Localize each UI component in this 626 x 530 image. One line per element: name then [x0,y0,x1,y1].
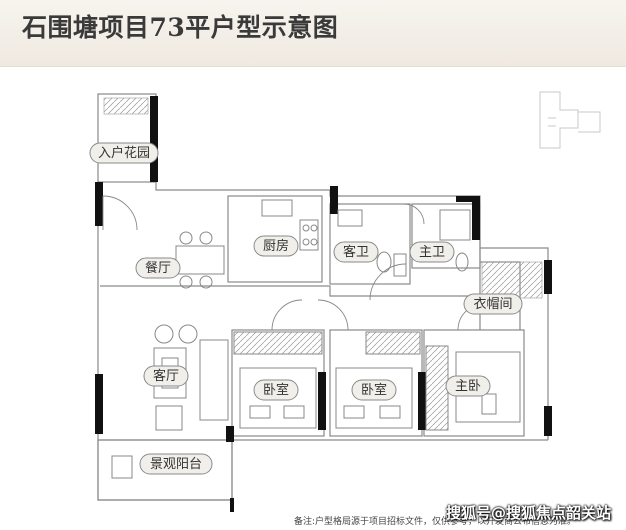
svg-text:入户花园: 入户花园 [98,145,150,161]
room-label-guest-bath: 客卫 [333,241,379,263]
room-label-balcony: 景观阳台 [139,453,213,475]
svg-text:衣帽间: 衣帽间 [473,296,512,312]
doors [102,195,485,331]
structural-walls [95,96,552,512]
svg-text:厨房: 厨房 [263,238,289,254]
svg-text:餐厅: 餐厅 [145,260,171,276]
title-banner: 石围塘项目73平户型示意图 [0,0,626,67]
svg-text:主卫: 主卫 [419,245,445,260]
dining-table [175,231,225,289]
closet-shelves [481,261,543,299]
watermark: 搜狐号@搜狐焦点韶关站 [446,504,612,522]
page-title: 石围塘项目73平户型示意图 [22,13,339,42]
room-label-entry-garden: 入户花园 [89,142,159,164]
room-label-kitchen: 厨房 [253,235,299,257]
room-label-bedroom-2: 卧室 [351,379,397,401]
room-label-dining: 餐厅 [135,257,181,279]
svg-text:卧室: 卧室 [263,382,289,398]
footnote: 备注:户型格局源于项目招标文件，仅供参考，以开发商公布信息为准。 [294,517,577,527]
svg-text:客厅: 客厅 [153,368,179,384]
room-label-bedroom-1: 卧室 [253,379,299,401]
entry-garden-planter [103,97,149,115]
bath-fixtures [337,209,471,277]
room-label-master-bath: 主卫 [409,241,455,263]
room-label-closet: 衣帽间 [463,293,523,315]
svg-text:主卧: 主卧 [455,379,481,394]
key-plan-thumbnail [539,91,601,149]
room-label-living: 客厅 [143,365,189,387]
svg-text:景观阳台: 景观阳台 [150,457,202,472]
svg-text:卧室: 卧室 [361,382,387,398]
floor-plan: 入户花园 厨房 客卫 主卫 餐厅 衣帽间 客厅 卧室 卧室 主卧 景观阳台 [89,91,601,512]
room-label-master-bedroom: 主卧 [445,375,491,397]
bedroom-1-bed [233,331,323,429]
walls [97,93,549,501]
kitchen-counter [261,199,319,251]
balcony-stool [111,455,133,479]
svg-text:客卫: 客卫 [343,244,369,260]
